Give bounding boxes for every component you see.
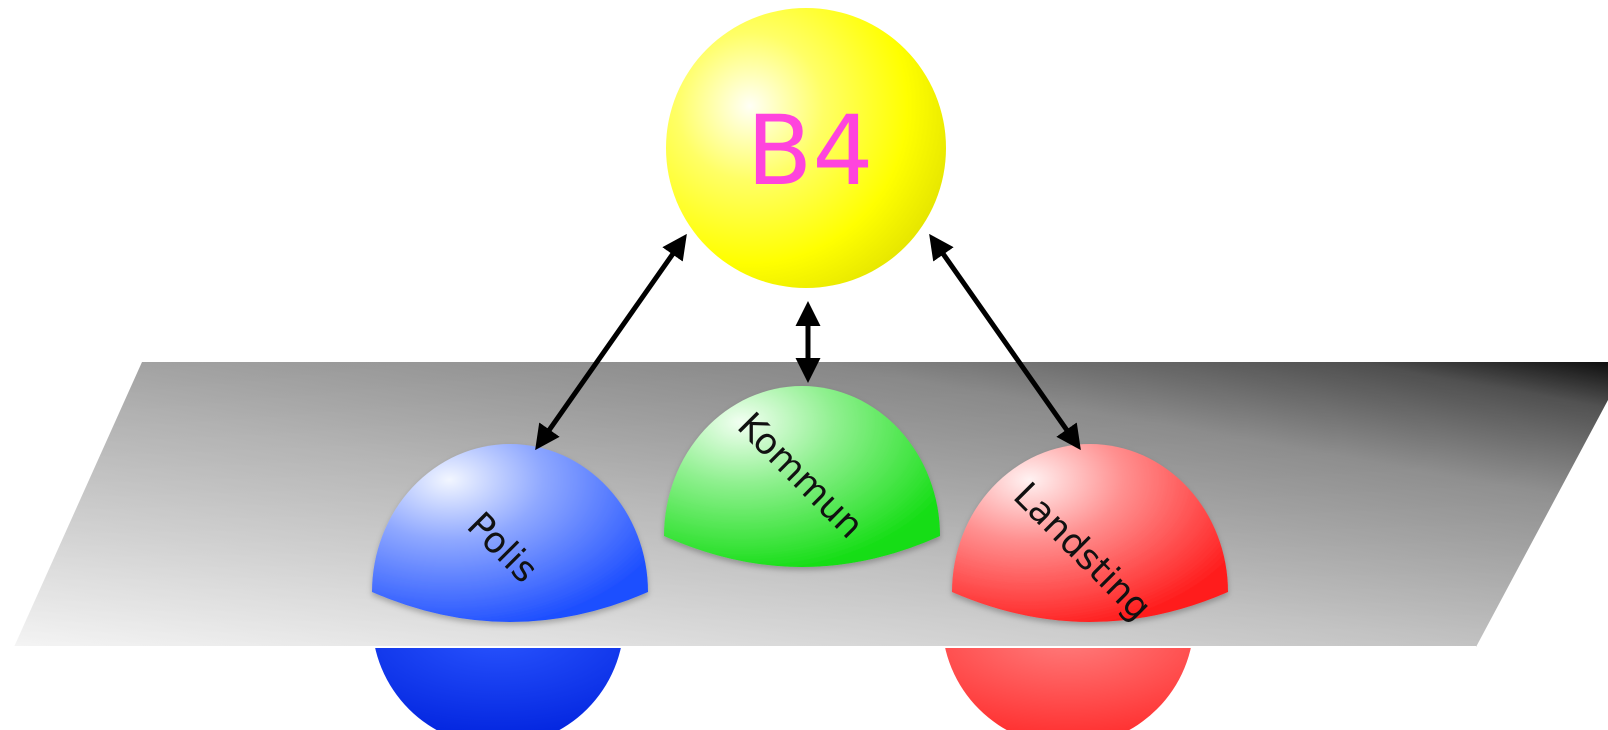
landsting-dome bbox=[952, 444, 1228, 622]
connector-hub-landsting bbox=[929, 233, 1081, 451]
sphere-domes bbox=[372, 386, 1228, 622]
kommun-dome bbox=[664, 386, 940, 567]
hub-label: B4 bbox=[747, 95, 874, 207]
hub-node: B4 bbox=[666, 8, 946, 288]
hub-sphere bbox=[666, 8, 946, 288]
connector-hub-polis bbox=[535, 233, 687, 451]
connectors bbox=[535, 233, 1081, 451]
polis-dome bbox=[372, 444, 648, 622]
